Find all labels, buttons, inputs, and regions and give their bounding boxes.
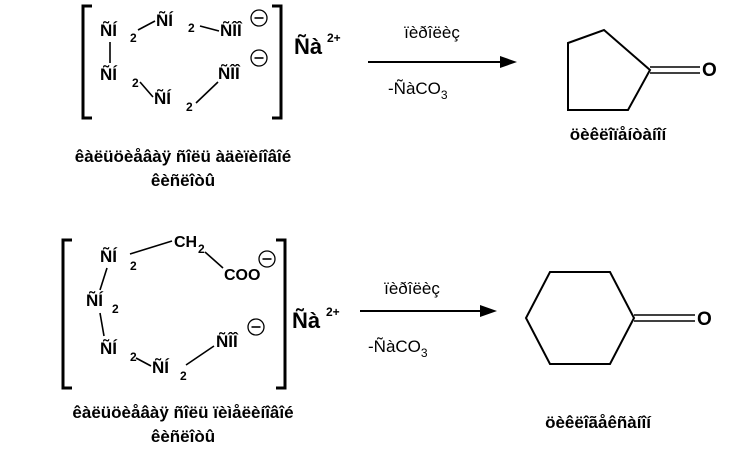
- product-caption: öèêëîãåêñàíîí: [545, 413, 652, 432]
- atom-ch2: ÑÍ: [100, 64, 118, 84]
- atom-coo: ÑÎÎ: [218, 63, 241, 83]
- subscript: 2: [132, 76, 139, 90]
- bond: [185, 345, 215, 366]
- reaction-condition: ïèðîëèç: [384, 279, 440, 298]
- subscript: 2: [180, 369, 187, 383]
- subscript: 2: [186, 100, 193, 114]
- subscript: 2: [188, 21, 195, 35]
- bond: [135, 357, 152, 367]
- left-bracket: [81, 4, 92, 120]
- counter-ion: Ñà: [292, 308, 321, 333]
- oxygen-atom: O: [697, 309, 712, 330]
- subscript: 2: [198, 242, 205, 256]
- subscript: 2: [130, 350, 137, 364]
- cyclopentane-ring: [567, 28, 652, 111]
- reaction-1: ÑÍ 2 ÑÍ 2 ÑÎÎ ÑÍ 2 ÑÍ 2 ÑÎÎ Ñà 2+ êàëüöè…: [75, 4, 717, 190]
- negative-charge-icon: [250, 49, 268, 67]
- reaction-condition: ïèðîëèç: [404, 23, 460, 42]
- reaction-arrow: [360, 305, 497, 317]
- atom-ch2: ÑÍ: [86, 290, 104, 310]
- negative-charge-icon: [250, 9, 268, 27]
- subscript: 2: [112, 302, 119, 316]
- negative-charge-icon: [247, 318, 265, 336]
- atom-ch2: CH: [174, 234, 197, 251]
- subscript: 2: [130, 31, 137, 45]
- negative-charge-icon: [258, 250, 276, 268]
- bond: [137, 20, 156, 31]
- right-bracket: [276, 238, 287, 390]
- subscript: 2: [130, 259, 137, 273]
- right-bracket: [272, 4, 283, 120]
- bond: [99, 312, 105, 337]
- reactant-caption: êàëüöèåâàÿ ñîëü àäèïèíîâîé: [75, 147, 291, 166]
- counter-ion: Ñà: [294, 34, 323, 59]
- product-caption: öèêëîïåíòàíîí: [570, 125, 668, 144]
- atom-ch2: ÑÍ: [156, 10, 174, 30]
- atom-ch2: ÑÍ: [100, 20, 118, 40]
- atom-coo: COO: [224, 267, 260, 284]
- reaction-2: ÑÍ 2 CH 2 COO ÑÍ 2 ÑÍ 2 ÑÍ 2 ÑÎÎ Ñà 2+ ê…: [61, 234, 712, 446]
- reactant-caption: êèñëîòû: [151, 171, 215, 190]
- atom-ch2: ÑÍ: [152, 357, 170, 377]
- counter-ion-charge: 2+: [326, 305, 340, 319]
- reaction-condition: -ÑàCO3: [388, 79, 448, 102]
- atom-coo: ÑÎÎ: [220, 20, 243, 40]
- bond: [99, 267, 108, 291]
- reaction-arrow: [368, 56, 517, 68]
- atom-ch2: ÑÍ: [100, 246, 118, 266]
- atom-ch2: ÑÍ: [154, 88, 172, 108]
- oxygen-atom: O: [702, 60, 717, 81]
- atom-coo: ÑÎÎ: [216, 331, 239, 351]
- left-bracket: [61, 238, 72, 390]
- reactant-caption: êàëüöèåâàÿ ñîëü ïèìåëèíîâîé: [72, 403, 293, 422]
- atom-ch2: ÑÍ: [100, 338, 118, 358]
- bond: [139, 81, 154, 98]
- bond: [195, 81, 219, 104]
- counter-ion-charge: 2+: [327, 31, 341, 45]
- bond: [129, 240, 173, 255]
- cyclohexane-ring: [524, 271, 636, 365]
- reactant-caption: êèñëîòû: [151, 427, 215, 446]
- bond: [199, 25, 220, 32]
- reaction-condition: -ÑàCO3: [368, 337, 428, 360]
- bond: [204, 251, 224, 269]
